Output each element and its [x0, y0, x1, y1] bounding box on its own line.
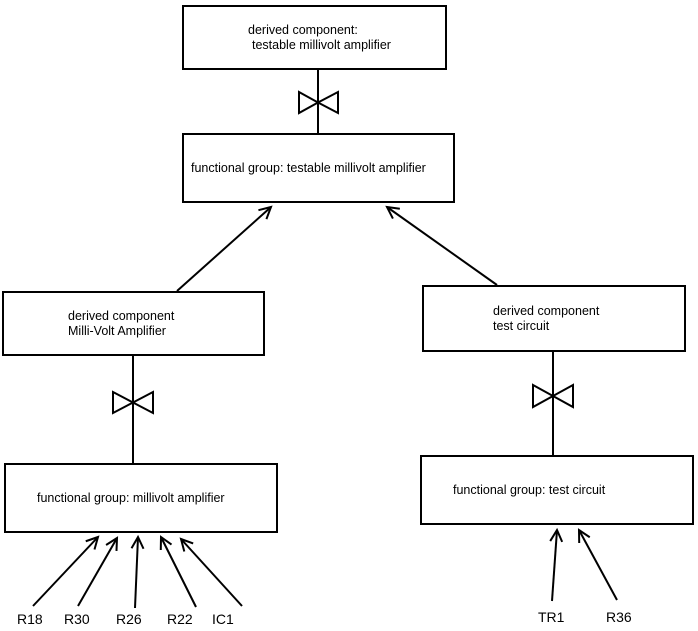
arrow-r22-to-fg-mva: [159, 535, 197, 608]
node-label-line2: testable millivolt amplifier: [252, 37, 391, 52]
node-label-line2: Milli-Volt Amplifier: [68, 323, 166, 338]
bowtie-icon-right: [532, 383, 574, 409]
arrow-derived-test-to-fg-testable: [385, 205, 498, 286]
node-functional-group-testable-millivolt-amplifier: functional group: testable millivolt amp…: [182, 133, 455, 203]
node-label-line2: test circuit: [493, 318, 550, 333]
component-label-tr1: TR1: [538, 609, 565, 625]
arrow-derived-mva-to-fg-testable: [176, 205, 273, 292]
node-label-line1: derived component: [493, 303, 600, 318]
arrow-r18-to-fg-mva: [32, 535, 100, 607]
arrow-r26-to-fg-mva: [130, 534, 145, 609]
bowtie-icon-left: [112, 390, 154, 415]
node-derived-testable-millivolt-amplifier: derived component: testable millivolt am…: [182, 5, 447, 70]
component-label-r30: R30: [64, 611, 90, 627]
node-functional-group-test-circuit: functional group: test circuit: [420, 455, 694, 525]
bowtie-icon-top: [298, 90, 339, 115]
node-functional-group-millivolt-amplifier: functional group: millivolt amplifier: [4, 463, 278, 533]
component-label-r22: R22: [167, 611, 193, 627]
node-label: functional group: testable millivolt amp…: [191, 160, 426, 175]
arrow-ic1-to-fg-mva: [179, 537, 243, 607]
component-label-r18: R18: [17, 611, 43, 627]
arrow-tr1-to-fg-test: [549, 527, 564, 602]
node-label-line1: derived component:: [248, 22, 358, 37]
node-derived-test-circuit: derived component test circuit: [422, 285, 686, 352]
node-derived-milli-volt-amplifier: derived component Milli-Volt Amplifier: [2, 291, 265, 356]
node-label-line1: derived component: [68, 308, 175, 323]
component-label-r26: R26: [116, 611, 142, 627]
component-label-ic1: IC1: [212, 611, 234, 627]
node-label: functional group: millivolt amplifier: [37, 490, 225, 505]
component-label-r36: R36: [606, 609, 632, 625]
arrow-r36-to-fg-test: [577, 528, 618, 601]
arrow-r30-to-fg-mva: [77, 536, 119, 607]
node-label: functional group: test circuit: [453, 482, 606, 497]
